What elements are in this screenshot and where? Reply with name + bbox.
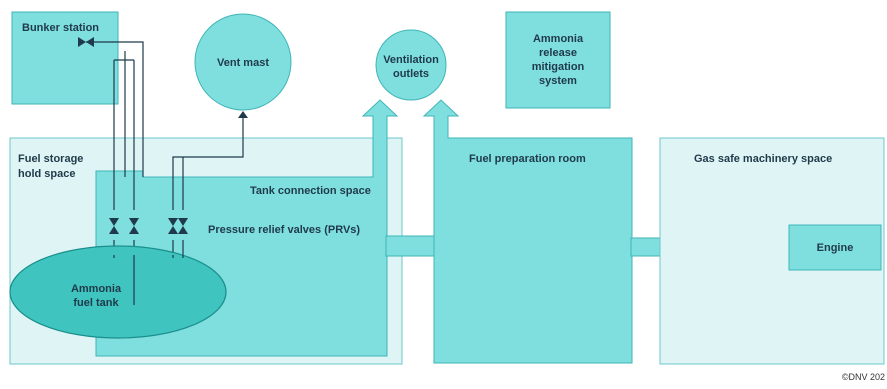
prv-valve-right-icon	[178, 218, 188, 234]
bunker-valve-left-icon	[109, 218, 119, 234]
bunker-station	[11, 11, 119, 105]
bunker-valve-icon	[78, 37, 94, 47]
bunker-pipe-outer	[86, 41, 144, 177]
tcs-to-fpr-connector	[385, 235, 437, 257]
ventilation-outlets-label-2: outlets	[393, 68, 429, 80]
ammonia-tank-label-1: Ammonia	[71, 283, 122, 295]
ammonia-tank-label-2: fuel tank	[73, 297, 119, 309]
fuel-preparation-room	[422, 99, 633, 364]
armsys-label-4: system	[539, 75, 577, 87]
fuel-storage-label-1: Fuel storage	[18, 153, 83, 165]
bunker-valve-right-icon	[129, 218, 139, 234]
tank-pipe-stubs	[113, 255, 184, 305]
engine-label: Engine	[817, 242, 854, 254]
ventilation-outlets	[375, 29, 447, 101]
armsys-label-3: mitigation	[532, 61, 585, 73]
ventilation-outlets-label-1: Ventilation	[383, 54, 439, 66]
armsys-label-2: release	[539, 47, 577, 59]
engine-box	[788, 224, 882, 271]
gas-safe-machinery-label: Gas safe machinery space	[694, 153, 832, 165]
tank-connection-space-label: Tank connection space	[250, 185, 371, 197]
vent-mast-label: Vent mast	[217, 57, 269, 69]
fuel-storage-label-2: hold space	[18, 168, 75, 180]
prv-label: Pressure relief valves (PRVs)	[208, 224, 360, 236]
fuel-preparation-room-label: Fuel preparation room	[469, 153, 586, 165]
armsys-label-1: Ammonia	[533, 33, 584, 45]
vent-mast-arrow-icon	[238, 111, 248, 118]
prv-valve-left-icon	[168, 218, 178, 234]
copyright-credit: ©DNV 202	[841, 372, 885, 382]
ammonia-fuel-tank	[9, 245, 227, 339]
bunker-station-label: Bunker station	[22, 22, 99, 34]
vent-mast	[194, 13, 292, 111]
ammonia-release-mitigation-system	[505, 11, 611, 109]
